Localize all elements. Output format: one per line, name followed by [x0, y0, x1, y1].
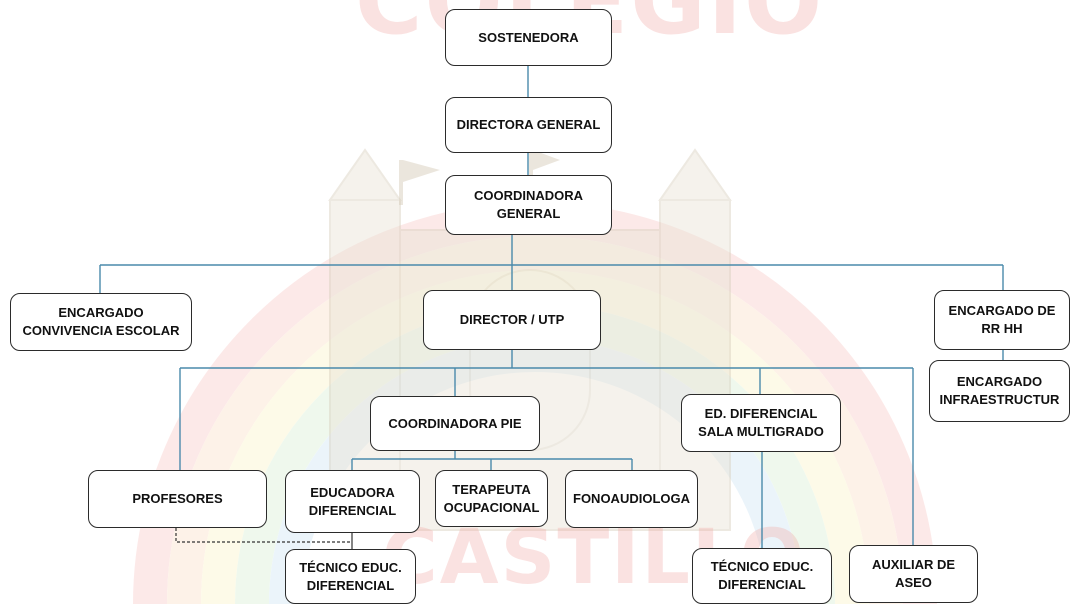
node-profesores: PROFESORES	[88, 470, 267, 528]
node-coordinadora-pie: COORDINADORA PIE	[370, 396, 540, 451]
node-coordinadora-general: COORDINADORA GENERAL	[445, 175, 612, 235]
node-educadora-diferencial: EDUCADORA DIFERENCIAL	[285, 470, 420, 533]
castle-flags	[399, 150, 560, 205]
node-encargado-convivencia: ENCARGADO CONVIVENCIA ESCOLAR	[10, 293, 192, 351]
node-sostenedora: SOSTENEDORA	[445, 9, 612, 66]
solid-connectors	[99, 66, 1004, 548]
node-auxiliar-aseo: AUXILIAR DE ASEO	[849, 545, 978, 603]
node-fonoaudiologa: FONOAUDIOLOGA	[565, 470, 698, 528]
node-ed-diferencial-multigrado: ED. DIFERENCIAL SALA MULTIGRADO	[681, 394, 841, 452]
node-encargado-rrhh: ENCARGADO DE RR HH	[934, 290, 1070, 350]
node-encargado-infraestructura: ENCARGADO INFRAESTRUCTUR	[929, 360, 1070, 422]
node-terapeuta-ocupacional: TERAPEUTA OCUPACIONAL	[435, 470, 548, 527]
node-directora-general: DIRECTORA GENERAL	[445, 97, 612, 153]
node-director-utp: DIRECTOR / UTP	[423, 290, 601, 350]
node-tecnico-educ-diferencial-multigrado: TÉCNICO EDUC. DIFERENCIAL	[692, 548, 832, 604]
dashed-connector	[175, 528, 353, 549]
node-tecnico-educ-diferencial-pie: TÉCNICO EDUC. DIFERENCIAL	[285, 549, 416, 604]
